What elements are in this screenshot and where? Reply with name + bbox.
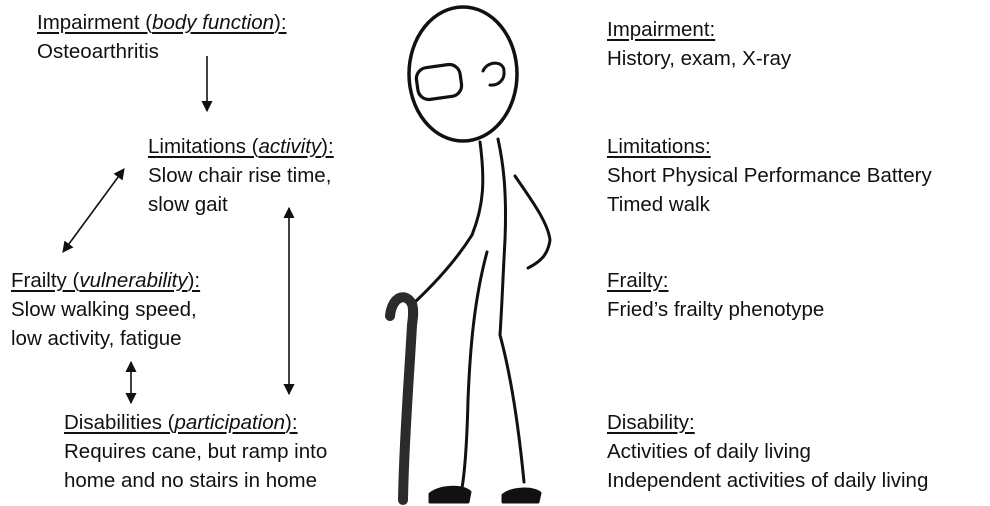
figure-front-torso [470,140,485,237]
limitations-heading-prefix: Limitations ( [148,135,259,158]
disabilities-line-1: Requires cane, but ramp into [64,440,328,463]
measure-limitations-line-1: Short Physical Performance Battery [607,164,932,187]
measure-impairment-line-1: History, exam, X-ray [607,47,792,70]
cane-icon [385,292,419,505]
measure-frailty: Frailty: Fried’s frailty phenotype [607,266,824,324]
measure-disability-line-1: Activities of daily living [607,440,811,463]
figure-leg-left [460,250,489,490]
figure-back [496,137,508,337]
impairment-heading: Impairment (body function): [37,8,287,37]
measure-limitations: Limitations: Short Physical Performance … [607,132,932,219]
impairment-heading-italic: body function [152,11,275,34]
measure-frailty-line-1: Fried’s frailty phenotype [607,298,825,321]
impairment-heading-prefix: Impairment ( [37,11,153,34]
limitations-heading: Limitations (activity): [148,132,334,161]
frailty-heading-prefix: Frailty ( [11,269,80,292]
impairment-line-1: Osteoarthritis [37,40,159,63]
measure-impairment-heading: Impairment: [607,18,716,41]
measure-impairment: Impairment: History, exam, X-ray [607,15,791,73]
frailty-vulnerability: Frailty (vulnerability): Slow walking sp… [11,266,200,353]
figure-foot-right [501,487,542,504]
figure-glasses [414,62,464,102]
frailty-heading-suffix: ): [187,269,201,292]
limitations-line-1: Slow chair rise time, [148,164,332,187]
frailty-heading-italic: vulnerability [79,269,188,292]
measure-disability-heading: Disability: [607,411,695,434]
disabilities-participation: Disabilities (participation): Requires c… [64,408,327,495]
frailty-heading: Frailty (vulnerability): [11,266,200,295]
disabilities-heading: Disabilities (participation): [64,408,327,437]
figure-foot-left [428,485,472,504]
disabilities-heading-italic: participation [174,411,286,434]
impairment-body-function: Impairment (body function): Osteoarthrit… [37,8,287,66]
limitations-activity: Limitations (activity): Slow chair rise … [148,132,334,219]
measure-limitations-line-2: Timed walk [607,193,710,216]
figure-arm-back [513,174,552,270]
measure-frailty-heading: Frailty: [607,269,669,292]
measure-disability: Disability: Activities of daily living I… [607,408,928,495]
arrow-limitations-frailty [62,168,125,253]
measure-limitations-heading: Limitations: [607,135,711,158]
figure-leg-right [498,333,526,484]
figure-head [407,5,519,143]
impairment-heading-suffix: ): [274,11,287,34]
limitations-heading-suffix: ): [321,135,334,158]
frailty-line-1: Slow walking speed, [11,298,197,321]
disabilities-line-2: home and no stairs in home [64,469,317,492]
limitations-line-2: slow gait [148,193,228,216]
measure-disability-line-2: Independent activities of daily living [607,469,929,492]
figure-ear [481,61,506,87]
limitations-heading-italic: activity [258,135,322,158]
stick-figure [407,5,552,504]
frailty-line-2: low activity, fatigue [11,327,182,350]
disabilities-heading-prefix: Disabilities ( [64,411,175,434]
figure-arm-front [413,233,474,304]
disabilities-heading-suffix: ): [285,411,298,434]
